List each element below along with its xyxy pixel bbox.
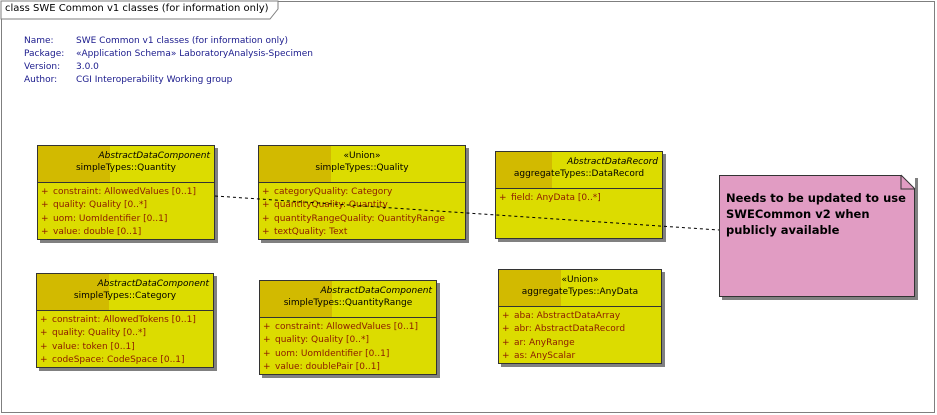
class-quantity[interactable]: AbstractDataComponent simpleTypes::Quant…	[37, 145, 215, 240]
class-anydata[interactable]: «Union» aggregateTypes::AnyData +aba: Ab…	[498, 269, 662, 364]
class-name: simpleTypes::QuantityRange	[283, 298, 413, 308]
metadata-value: CGI Interoperability Working group	[76, 75, 233, 85]
class-name: aggregateTypes::DataRecord	[513, 169, 645, 179]
attribute: +as: AnyScalar	[502, 351, 576, 362]
class-stereotype: AbstractDataComponent	[320, 286, 432, 296]
class-stereotype: AbstractDataComponent	[97, 279, 209, 289]
metadata-key: Package:	[24, 49, 65, 59]
attribute: +quality: Quality [0..*]	[40, 328, 147, 339]
class-header: «Union» simpleTypes::Quality	[259, 146, 465, 183]
class-header: AbstractDataComponent simpleTypes::Categ…	[37, 274, 213, 311]
metadata-key: Version:	[24, 62, 61, 72]
class-quality[interactable]: «Union» simpleTypes::Quality +categoryQu…	[258, 145, 466, 240]
class-stereotype: «Union»	[561, 275, 599, 285]
attribute: +value: double [0..1]	[41, 227, 142, 238]
attribute: +quantityRangeQuality: QuantityRange	[262, 213, 445, 224]
metadata-value: SWE Common v1 classes (for information o…	[76, 36, 288, 46]
metadata-key: Name:	[24, 36, 54, 46]
class-header: AbstractDataComponent simpleTypes::Quant…	[260, 281, 436, 318]
attribute: +aba: AbstractDataArray	[502, 311, 621, 321]
attribute: +categoryQuality: Category	[262, 187, 393, 197]
class-attributes: +aba: AbstractDataArray +abr: AbstractDa…	[499, 307, 661, 365]
class-category[interactable]: AbstractDataComponent simpleTypes::Categ…	[36, 273, 214, 368]
attribute: +abr: AbstractDataRecord	[502, 324, 626, 335]
attribute: +quality: Quality [0..*]	[41, 200, 148, 211]
metadata-author-row: Author: CGI Interoperability Working grou…	[24, 75, 313, 88]
class-quantityrange[interactable]: AbstractDataComponent simpleTypes::Quant…	[259, 280, 437, 375]
attribute: +constraint: AllowedTokens [0..1]	[40, 315, 196, 325]
attribute: +textQuality: Text	[262, 227, 348, 238]
note[interactable]: Needs to be updated to use SWECommon v2 …	[719, 175, 915, 297]
attribute: +field: AnyData [0..*]	[499, 193, 601, 203]
class-attributes: +constraint: AllowedValues [0..1] +quali…	[38, 183, 214, 241]
class-stereotype: AbstractDataComponent	[98, 151, 210, 161]
class-name: simpleTypes::Category	[73, 291, 177, 301]
class-attributes: +constraint: AllowedTokens [0..1] +quali…	[37, 311, 213, 369]
metadata-package-row: Package: «Application Schema» LaboratoryA…	[24, 49, 313, 62]
class-header: AbstractDataRecord aggregateTypes::DataR…	[496, 152, 662, 189]
metadata-key: Author:	[24, 75, 58, 85]
attribute: +constraint: AllowedValues [0..1]	[263, 322, 418, 332]
class-header: AbstractDataComponent simpleTypes::Quant…	[38, 146, 214, 183]
class-datarecord[interactable]: AbstractDataRecord aggregateTypes::DataR…	[495, 151, 663, 239]
class-name: simpleTypes::Quantity	[75, 163, 177, 173]
class-attributes: +constraint: AllowedValues [0..1] +quali…	[260, 318, 436, 376]
attribute: +quantityQuality: Quantity	[262, 200, 388, 211]
metadata-value: «Application Schema» LaboratoryAnalysis-…	[76, 49, 313, 59]
metadata-name-row: Name: SWE Common v1 classes (for informat…	[24, 36, 313, 49]
attribute: +codeSpace: CodeSpace [0..1]	[40, 355, 185, 366]
class-name: aggregateTypes::AnyData	[521, 287, 639, 297]
metadata-version-row: Version: 3.0.0	[24, 62, 313, 75]
attribute: +ar: AnyRange	[502, 337, 575, 348]
attribute: +uom: UomIdentifier [0..1]	[263, 348, 390, 359]
attribute: +value: doublePair [0..1]	[263, 362, 380, 373]
metadata-value: 3.0.0	[76, 62, 99, 72]
note-text: Needs to be updated to use SWECommon v2 …	[726, 191, 906, 237]
class-attributes: +field: AnyData [0..*]	[496, 189, 662, 206]
diagram-metadata: Name: SWE Common v1 classes (for informat…	[24, 36, 313, 88]
class-stereotype: AbstractDataRecord	[567, 157, 658, 167]
attribute: +value: token [0..1]	[40, 341, 135, 352]
attribute: +uom: UomIdentifier [0..1]	[41, 213, 168, 224]
class-stereotype: «Union»	[343, 151, 381, 161]
class-header: «Union» aggregateTypes::AnyData	[499, 270, 661, 307]
class-attributes: +categoryQuality: Category +quantityQual…	[259, 183, 465, 241]
frame-title: class SWE Common v1 classes (for informa…	[5, 3, 269, 14]
attribute: +constraint: AllowedValues [0..1]	[41, 187, 196, 197]
attribute: +quality: Quality [0..*]	[263, 335, 370, 346]
class-name: simpleTypes::Quality	[315, 163, 409, 173]
